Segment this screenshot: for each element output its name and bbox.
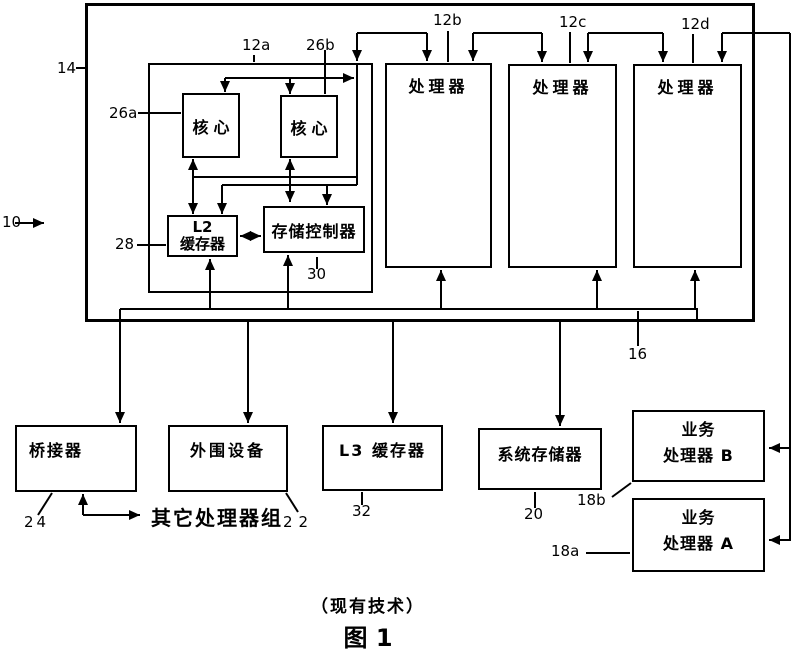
ref-18b: 18b	[577, 491, 606, 509]
service-processor-a-box: 业务 处理器 A	[632, 498, 765, 572]
core-box-1: 核心	[182, 93, 240, 158]
peripherals-box: 外围设备	[168, 425, 288, 492]
ref-12b: 12b	[433, 11, 462, 29]
ref-12a: 12a	[242, 36, 271, 54]
l2-cache-box: L2 缓存器	[167, 215, 238, 257]
ref-24: 24	[24, 513, 50, 531]
ref-10: 10	[2, 213, 22, 231]
right-rail	[769, 33, 791, 545]
ref-14: 14	[57, 59, 77, 77]
other-processor-group-label: 其它处理器组	[151, 506, 283, 530]
bridge-box: 桥接器	[15, 425, 137, 492]
ref-12c: 12c	[559, 13, 587, 31]
processor-12a-box	[148, 63, 373, 293]
ref-12d: 12d	[681, 15, 710, 33]
ref-26a: 26a	[109, 104, 138, 122]
service-processor-b-box: 业务 处理器 B	[632, 410, 765, 482]
memory-controller-box: 存储控制器	[263, 206, 365, 253]
ref-32: 32	[352, 502, 372, 520]
processor-12b-box: 处理器	[385, 63, 492, 268]
ref-28: 28	[115, 235, 135, 253]
ref-26b: 26b	[306, 36, 335, 54]
processor-12d-box: 处理器	[633, 64, 742, 268]
ref-30: 30	[307, 265, 327, 283]
figure-caption: 图 1	[343, 624, 393, 652]
l3-cache-box: L3 缓存器	[322, 425, 443, 491]
processor-12c-box: 处理器	[508, 64, 617, 268]
caption-prior-art: （现有技术）	[311, 597, 425, 617]
ref-20: 20	[524, 505, 544, 523]
bridge-external-link	[78, 494, 140, 520]
ref-18a: 18a	[551, 542, 580, 560]
ref-16: 16	[628, 345, 648, 363]
core-box-2: 核心	[280, 95, 338, 158]
system-memory-box: 系统存储器	[478, 428, 602, 490]
ref-22: 22	[283, 513, 315, 531]
